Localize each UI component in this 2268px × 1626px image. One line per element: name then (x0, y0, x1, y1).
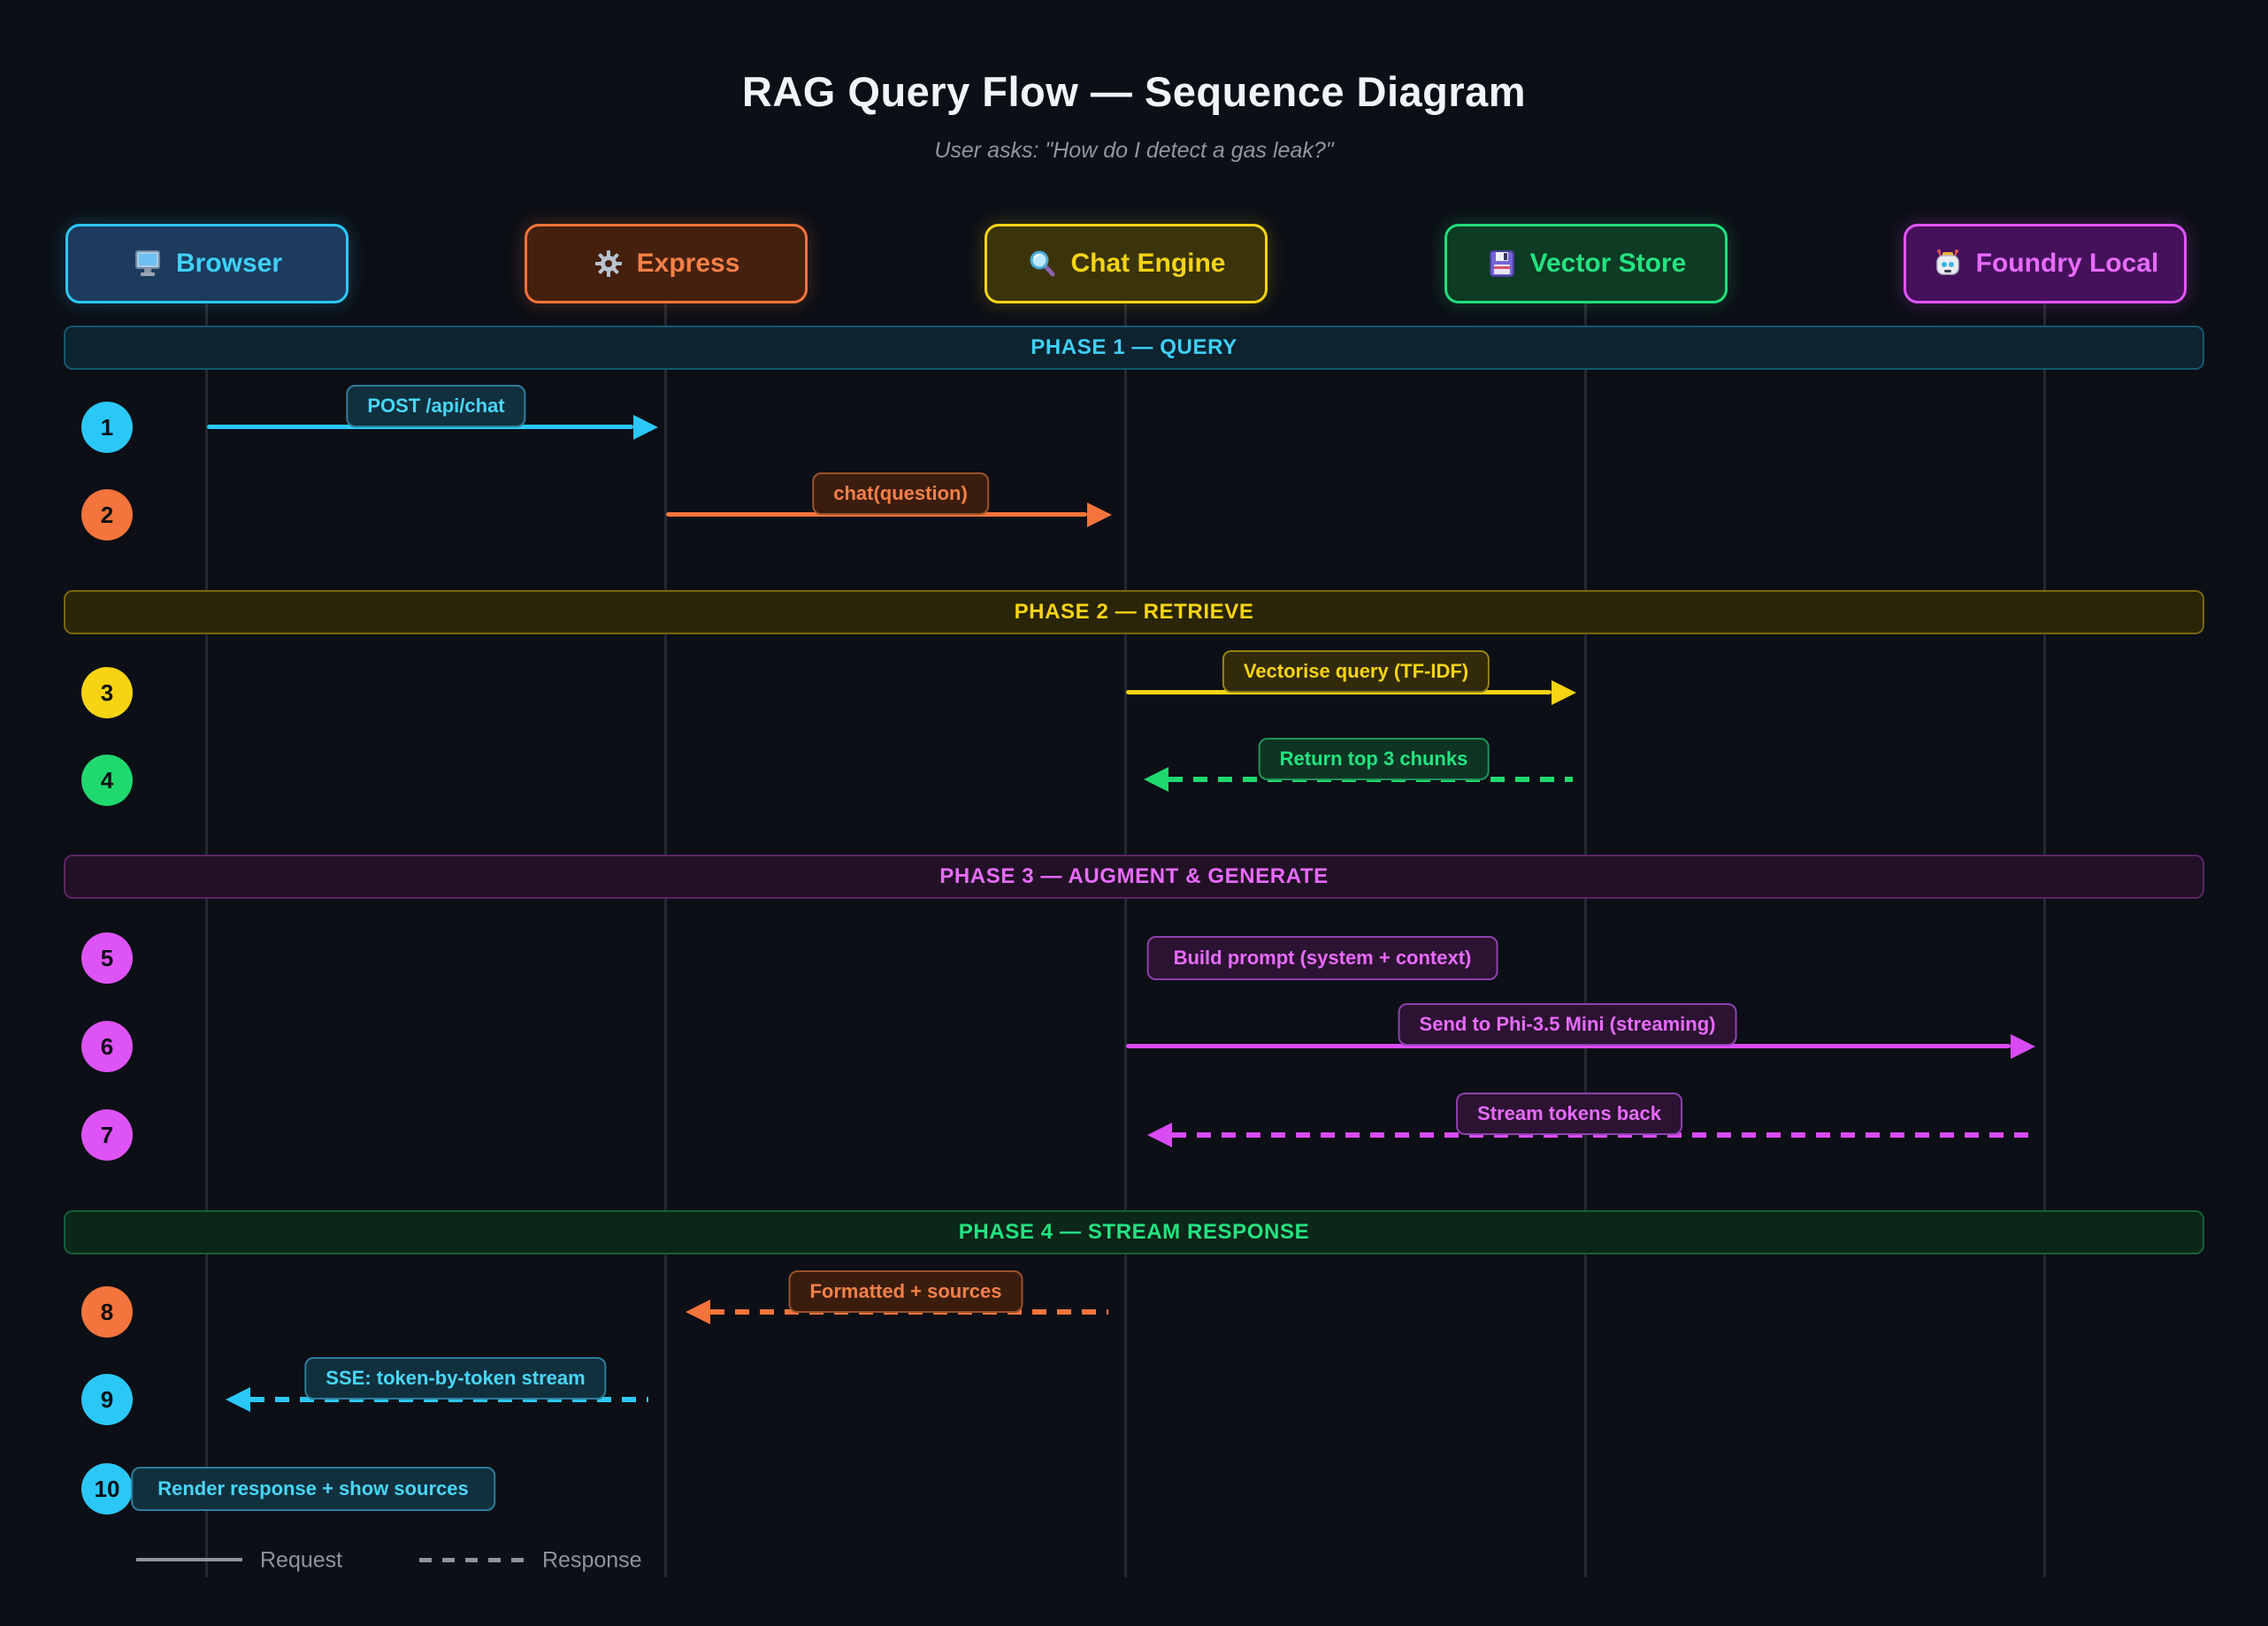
page-title: RAG Query Flow — Sequence Diagram (741, 68, 1527, 115)
actor-label: Vector Store (1529, 249, 1687, 278)
actor-vector-store: Vector Store (1444, 224, 1728, 303)
actor-label: Foundry Local (1975, 249, 2159, 278)
phase-label: PHASE 2 — RETRIEVE (1014, 600, 1254, 624)
robot-icon (1932, 248, 1964, 280)
message-line-6 (1126, 1044, 2011, 1048)
lifeline-vector-store (1584, 303, 1587, 1577)
lifeline-browser (205, 303, 208, 1577)
lifeline-chat-engine (1124, 303, 1127, 1577)
arrowhead-right-icon (2011, 1034, 2035, 1059)
message-label-9: SSE: token-by-token stream (304, 1357, 607, 1400)
step-badge-10: 10 (81, 1463, 133, 1515)
actor-label: Browser (175, 249, 283, 278)
arrowhead-left-icon (1147, 1123, 1172, 1147)
message-label-2: chat(question) (812, 472, 989, 515)
phase-label: PHASE 4 — STREAM RESPONSE (958, 1220, 1310, 1244)
arrowhead-left-icon (686, 1300, 710, 1324)
step-badge-1: 1 (81, 402, 133, 453)
step-badge-5: 5 (81, 932, 133, 984)
gear-icon (593, 248, 624, 280)
arrowhead-right-icon (1087, 502, 1112, 527)
lifeline-express (664, 303, 667, 1577)
phase-band-retrieve: PHASE 2 — RETRIEVE (64, 590, 2204, 634)
lifeline-foundry-local (2043, 303, 2046, 1577)
arrowhead-right-icon (1552, 680, 1576, 705)
step-badge-9: 9 (81, 1374, 133, 1425)
phase-label: PHASE 3 — AUGMENT & GENERATE (939, 864, 1329, 888)
monitor-icon (132, 248, 164, 280)
magnifier-icon (1026, 248, 1058, 280)
legend-request-line (136, 1558, 242, 1561)
legend-response-label: Response (542, 1547, 642, 1573)
actor-browser: Browser (65, 224, 349, 303)
arrowhead-left-icon (226, 1387, 250, 1412)
message-label-8: Formatted + sources (788, 1270, 1023, 1313)
message-label-5: Build prompt (system + context) (1146, 936, 1498, 980)
legend-response-line (419, 1558, 525, 1562)
floppy-icon (1486, 248, 1518, 280)
step-badge-4: 4 (81, 755, 133, 806)
arrowhead-left-icon (1144, 767, 1168, 792)
step-badge-8: 8 (81, 1286, 133, 1338)
message-label-1: POST /api/chat (346, 385, 526, 427)
step-badge-3: 3 (81, 667, 133, 718)
phase-label: PHASE 1 — QUERY (1031, 335, 1237, 359)
actor-foundry-local: Foundry Local (1904, 224, 2187, 303)
message-line-9 (250, 1397, 648, 1402)
actor-label: Chat Engine (1070, 249, 1226, 278)
phase-band-query: PHASE 1 — QUERY (64, 326, 2204, 370)
actor-express: Express (525, 224, 808, 303)
message-label-7: Stream tokens back (1456, 1093, 1682, 1135)
actor-chat-engine: Chat Engine (985, 224, 1268, 303)
message-label-4: Return top 3 chunks (1258, 738, 1490, 780)
legend-request-label: Request (260, 1547, 343, 1573)
message-label-10: Render response + show sources (131, 1467, 495, 1511)
message-line-7 (1172, 1132, 2034, 1138)
step-badge-7: 7 (81, 1109, 133, 1161)
step-badge-6: 6 (81, 1021, 133, 1072)
actor-label: Express (636, 249, 740, 278)
arrowhead-right-icon (633, 415, 658, 440)
phase-band-stream: PHASE 4 — STREAM RESPONSE (64, 1210, 2204, 1254)
page-subtitle: User asks: "How do I detect a gas leak?" (934, 138, 1334, 163)
phase-band-augment: PHASE 3 — AUGMENT & GENERATE (64, 855, 2204, 899)
step-badge-2: 2 (81, 489, 133, 541)
message-label-6: Send to Phi-3.5 Mini (streaming) (1398, 1003, 1737, 1046)
message-label-3: Vectorise query (TF-IDF) (1222, 650, 1490, 693)
